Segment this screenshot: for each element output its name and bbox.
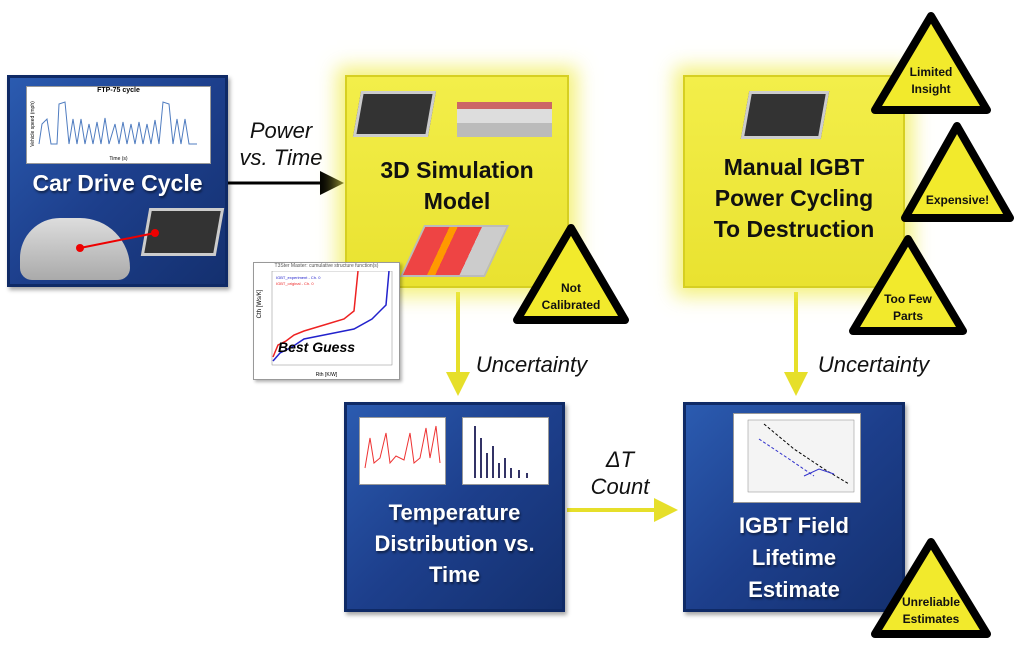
uncertainty-right-label: Uncertainty (817, 352, 930, 377)
warning-text: Limited (909, 65, 953, 79)
legend-entry: IGBT_original - Ch. 0 (276, 281, 314, 286)
car-image (20, 218, 130, 280)
igbt-module-image (352, 91, 437, 137)
uncertainty-left-label: Uncertainty (475, 352, 588, 377)
manual-title-line1: Manual IGBT (723, 154, 865, 180)
temperature-time-chart (359, 417, 446, 485)
temperature-trace (364, 425, 441, 469)
warning-text: Calibrated (541, 298, 601, 312)
delta-t-line2: Count (590, 474, 650, 499)
warning-too-few-parts: Too Few Parts (848, 233, 968, 337)
manual-power-cycling-box: Manual IGBT Power Cycling To Destruction (683, 75, 905, 288)
power-label-line1: Power (249, 118, 313, 143)
car-drive-cycle-title: Car Drive Cycle (32, 170, 203, 196)
warning-text: Expensive! (925, 193, 990, 207)
warning-expensive: Expensive! (900, 120, 1015, 224)
temperature-distribution-box: Temperature Distribution vs. Time (344, 402, 565, 612)
temperature-title-line1: Temperature (388, 500, 521, 525)
warning-triangle-icon (871, 538, 991, 638)
igbt-module-image (740, 91, 830, 139)
warning-limited-insight: Limited Insight (870, 10, 992, 116)
temperature-title: Temperature Distribution vs. Time (347, 497, 562, 590)
lifetime-title-line1: IGBT Field (739, 513, 849, 538)
simulation-title: 3D Simulation Model (347, 155, 567, 217)
field-lifetime-box: IGBT Field Lifetime Estimate (683, 402, 905, 612)
warning-text: Insight (911, 82, 951, 96)
warning-triangle-icon (901, 122, 1014, 222)
layer-stack-diagram (457, 102, 552, 137)
power-label-line2: vs. Time (239, 145, 323, 170)
warning-triangle-icon (849, 235, 967, 335)
warning-text: Too Few (884, 292, 932, 306)
temperature-title-line3: Time (429, 562, 480, 587)
manual-title-line3: To Destruction (713, 216, 875, 242)
warning-text: Unreliable (901, 595, 961, 609)
delta-t-line1: ΔT (605, 447, 635, 472)
power-vs-time-label: Power vs. Time (236, 117, 326, 171)
warning-text: Parts (892, 309, 924, 323)
delta-t-histogram (462, 417, 549, 485)
warning-text: Estimates (902, 612, 960, 626)
best-guess-y-axis: Cth [Ws/K] (257, 289, 263, 319)
best-guess-chart-title: T3Ster Master: cumulative structure func… (274, 263, 379, 269)
simulation-title-line2: Model (423, 188, 491, 214)
lifetime-curves (747, 419, 855, 493)
lifetime-title: IGBT Field Lifetime Estimate (686, 510, 902, 606)
ftp75-speed-trace (38, 101, 197, 145)
best-guess-label: Best Guess (278, 339, 356, 355)
warning-triangle-icon (513, 224, 629, 324)
simulation-title-line1: 3D Simulation (380, 157, 534, 183)
structure-function-curves: IGBT_experiment - Ch. 0 IGBT_original - … (271, 271, 393, 366)
warning-not-calibrated: Not Calibrated (512, 222, 630, 326)
thermal-simulation-image (399, 225, 510, 277)
ftp75-chart: FTP-75 cycle Vehicle speed (mph) Time (s… (26, 86, 211, 164)
warning-triangle-icon (871, 12, 991, 114)
best-guess-x-axis: Rth [K/W] (315, 372, 338, 378)
temperature-title-line2: Distribution vs. (374, 531, 535, 556)
warning-unreliable-estimates: Unreliable Estimates (870, 536, 992, 640)
best-guess-chart: T3Ster Master: cumulative structure func… (253, 262, 400, 380)
manual-title: Manual IGBT Power Cycling To Destruction (685, 152, 903, 245)
legend-entry: IGBT_experiment - Ch. 0 (276, 275, 321, 280)
manual-title-line2: Power Cycling (714, 185, 874, 211)
car-drive-cycle-box: FTP-75 cycle Vehicle speed (mph) Time (s… (7, 75, 228, 287)
warning-text: Not (561, 281, 581, 295)
lifetime-title-line2: Lifetime (751, 545, 837, 570)
delta-t-count-label: ΔT Count (580, 446, 660, 500)
ftp75-x-axis: Time (s) (109, 156, 128, 162)
histogram-bars (474, 426, 528, 478)
lifetime-title-line3: Estimate (748, 577, 840, 602)
connection-line (76, 229, 159, 252)
simulation-model-box: 3D Simulation Model (345, 75, 569, 288)
lifetime-curve-chart (733, 413, 861, 503)
ftp75-chart-title: FTP-75 cycle (97, 87, 140, 94)
